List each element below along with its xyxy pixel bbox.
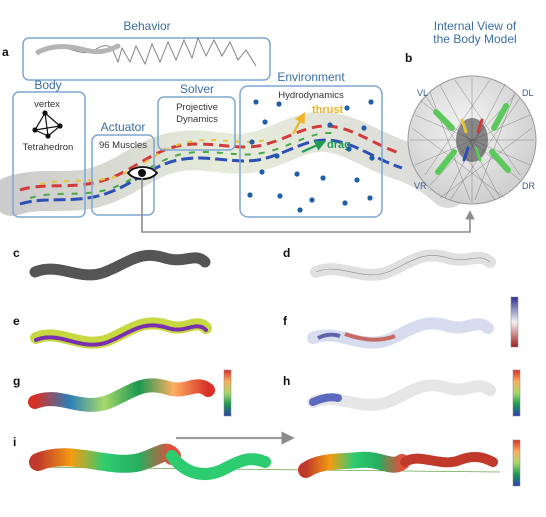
label-dl: DL xyxy=(522,88,534,98)
panel-label-g: g xyxy=(13,374,20,388)
worm-3d-i-1 xyxy=(29,443,181,473)
muscle-yellow xyxy=(39,139,267,185)
tetrahedron-icon xyxy=(32,110,63,139)
tetrahedron-label: Tetrahedron xyxy=(23,142,74,153)
panel-label-i: i xyxy=(13,435,16,449)
fluid-particles xyxy=(247,99,375,213)
worm-field-h-blue xyxy=(309,393,342,406)
colorbar-h xyxy=(512,369,521,417)
solver-title: Solver xyxy=(180,82,214,96)
worm-fibers-e-inner xyxy=(34,323,208,347)
worm-mesh-c xyxy=(29,249,211,281)
muscles-label: 96 Muscles xyxy=(99,140,147,151)
muscle-red xyxy=(19,124,403,192)
thrust-label: thrust xyxy=(312,104,344,116)
panel-label-d: d xyxy=(283,246,290,260)
environment-title: Environment xyxy=(277,70,345,84)
colorbar-f xyxy=(510,296,519,348)
mesh-core xyxy=(456,118,488,162)
colorbar-i xyxy=(512,439,521,487)
environment-box xyxy=(239,85,383,218)
view-connector-arrow xyxy=(141,178,475,233)
drag-arrow xyxy=(301,140,327,154)
panel-label-c: c xyxy=(13,246,20,260)
hydrodynamics-label: Hydrodynamics xyxy=(278,90,344,101)
worm-3d-i-2 xyxy=(166,450,271,480)
worm-field-h xyxy=(307,379,496,411)
body-title: Body xyxy=(34,78,61,92)
main-worm-body xyxy=(0,111,468,216)
behavior-worm xyxy=(35,43,121,55)
behavior-box xyxy=(22,37,271,81)
panel-label-a: a xyxy=(2,45,9,59)
label-vr: VR xyxy=(414,181,427,191)
solver-line1: Projective xyxy=(176,102,218,113)
worm-field-g xyxy=(28,378,215,412)
internal-view-title-2: the Body Model xyxy=(433,32,516,46)
label-dr: DR xyxy=(522,181,535,191)
internal-view-title-1: Internal View of xyxy=(434,19,517,33)
thrust-arrow xyxy=(292,112,306,135)
panel-label-e: e xyxy=(13,314,20,328)
behavior-title: Behavior xyxy=(123,19,170,33)
panel-label-f: f xyxy=(283,314,288,328)
colorbar-g xyxy=(223,369,232,417)
worm-3d-i-3 xyxy=(298,451,410,478)
eye-icon xyxy=(126,166,159,180)
worm-stress-f-red xyxy=(344,332,396,342)
behavior-trace xyxy=(37,36,257,67)
panel-label-b: b xyxy=(405,51,412,65)
vertex-label: vertex xyxy=(34,99,60,110)
muscle-blue xyxy=(19,138,403,206)
label-vl: VL xyxy=(417,88,428,98)
actuator-title: Actuator xyxy=(101,120,146,134)
solver-box xyxy=(157,96,236,151)
panel-label-h: h xyxy=(283,374,290,388)
worm-3d-i-4 xyxy=(400,451,498,468)
worm-muscle-d-outline xyxy=(315,255,491,276)
worm-stress-f-blue xyxy=(317,332,341,340)
solver-line2: Dynamics xyxy=(176,114,218,125)
drag-label: drag xyxy=(327,139,351,151)
worm-stress-f xyxy=(307,317,494,349)
body-box xyxy=(12,91,86,218)
muscle-quadrants xyxy=(433,103,511,175)
